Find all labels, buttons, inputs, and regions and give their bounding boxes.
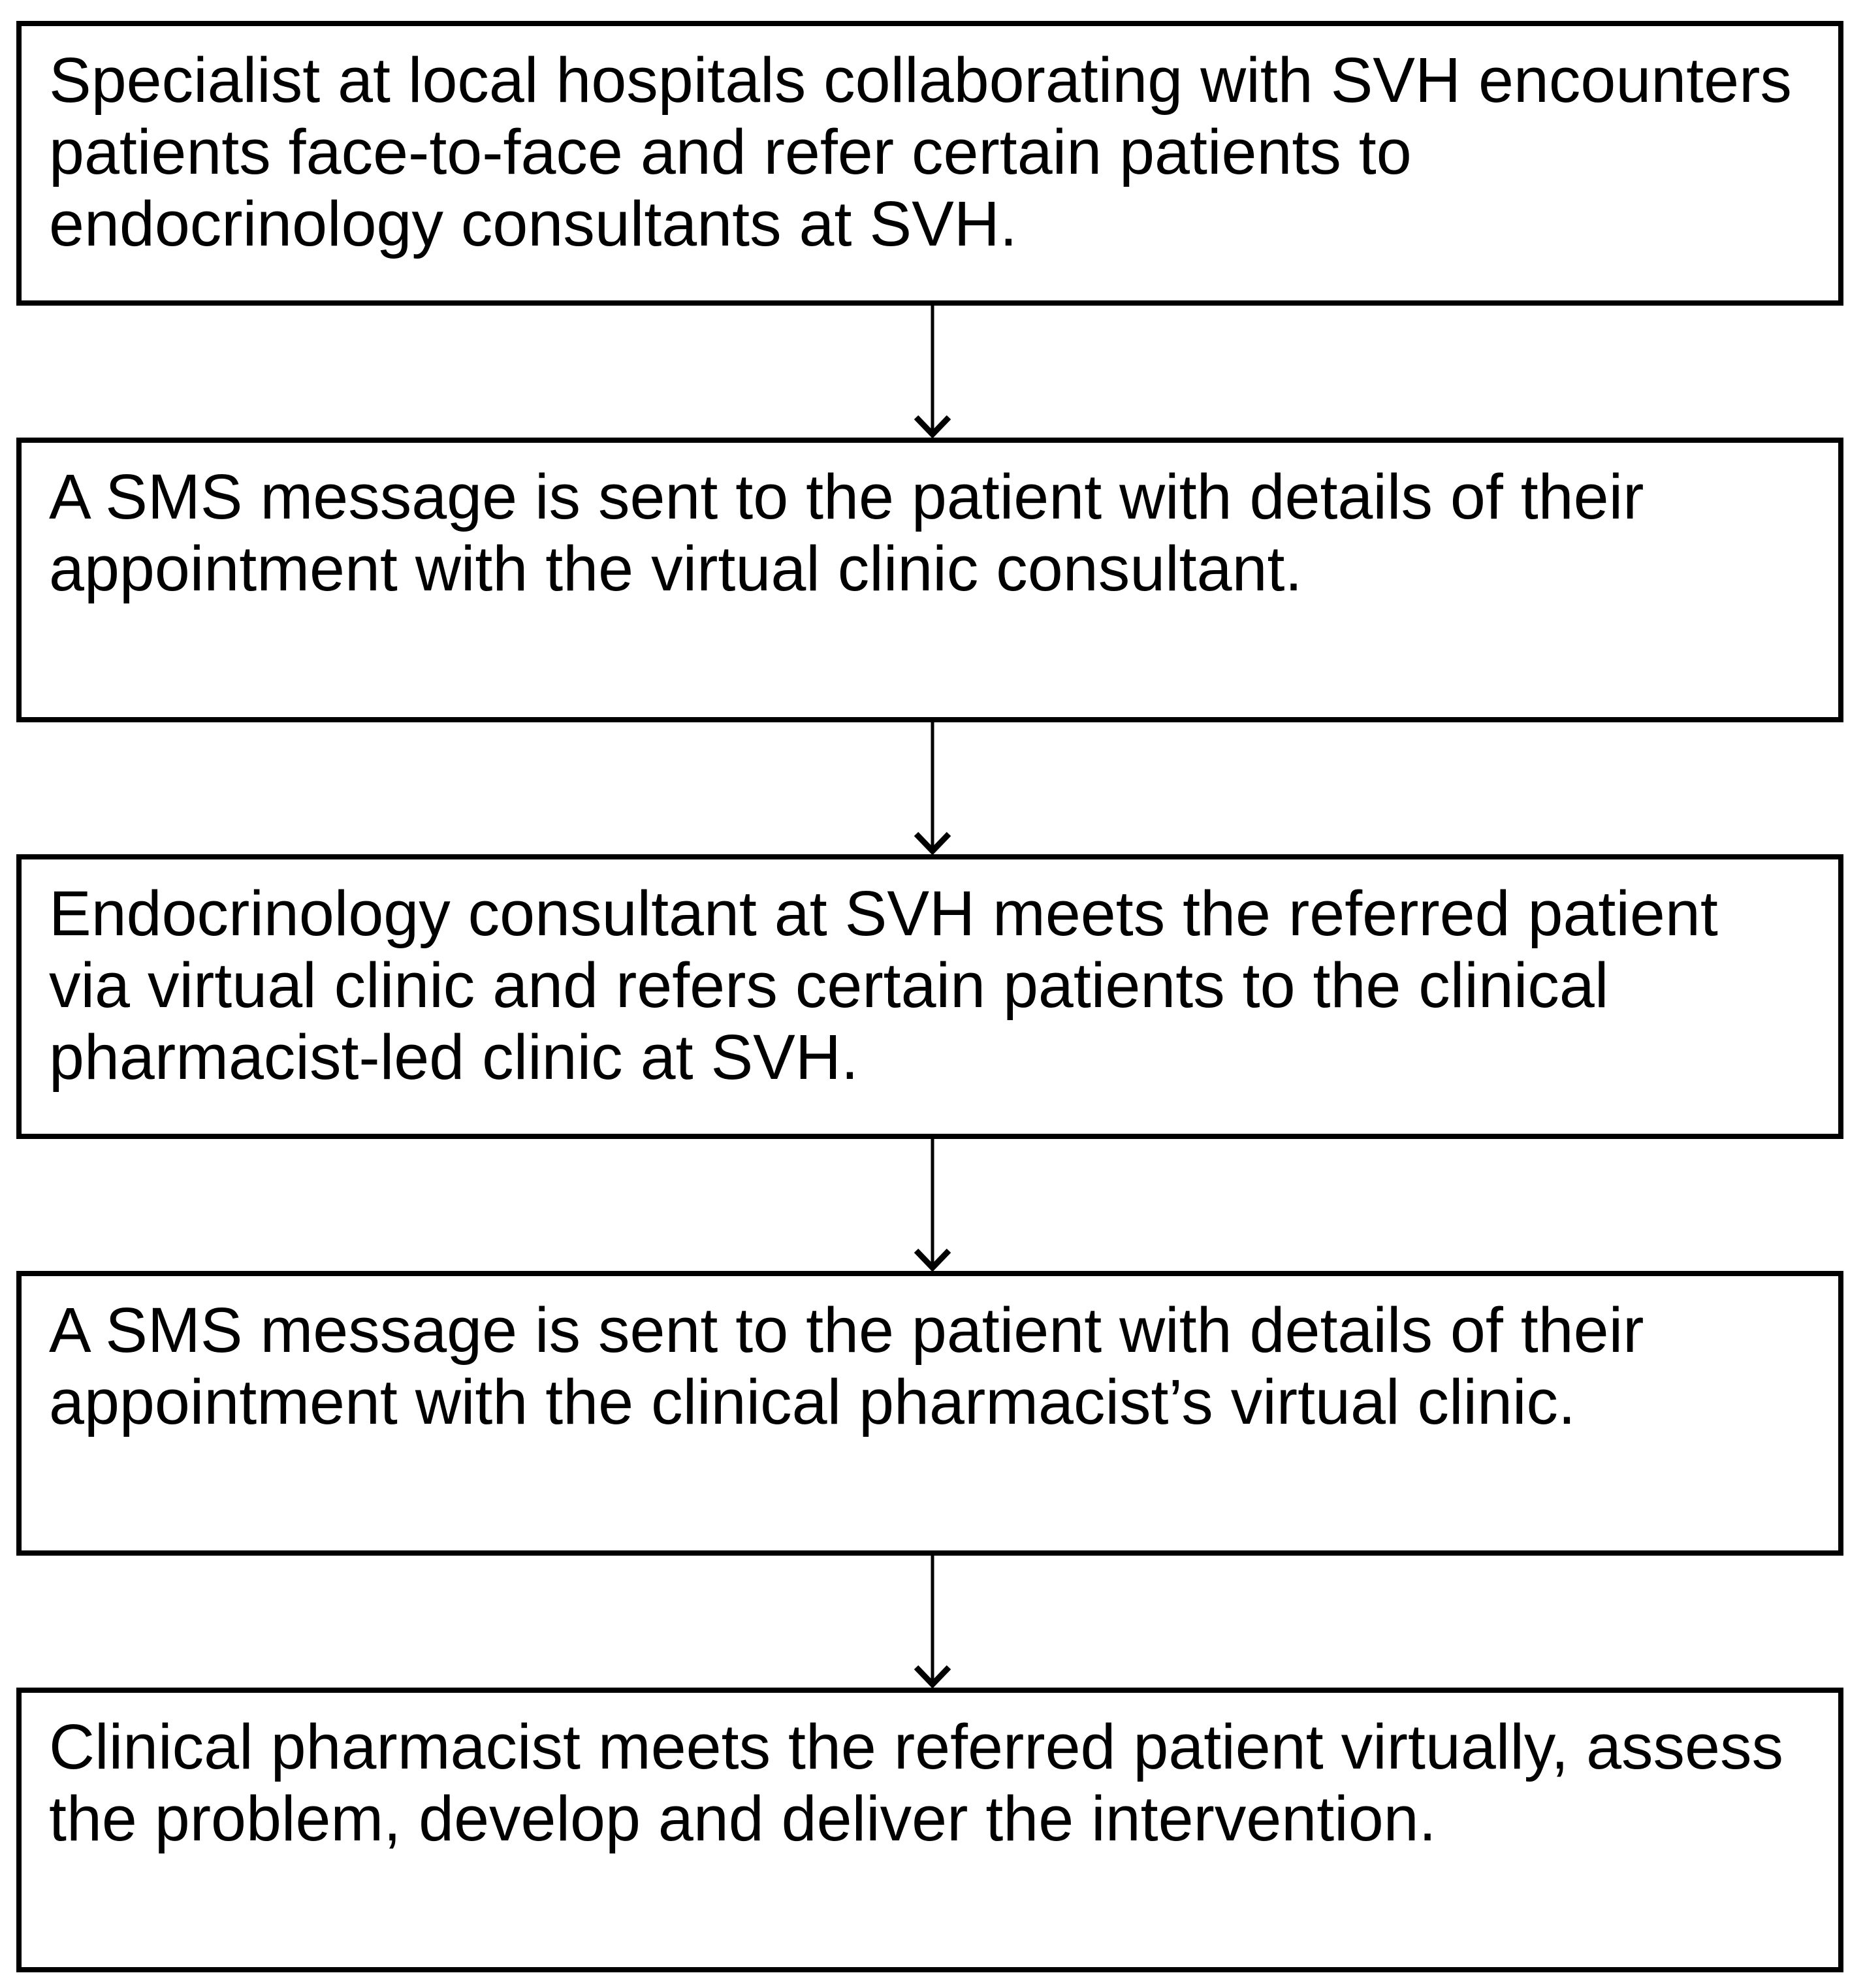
flow-step-4: A SMS message is sent to the patient wit…	[16, 1271, 1843, 1556]
flow-step-4-text: A SMS message is sent to the patient wit…	[49, 1294, 1644, 1437]
flow-step-1: Specialist at local hospitals collaborat…	[16, 21, 1843, 306]
flow-step-3: Endocrinology consultant at SVH meets th…	[16, 854, 1843, 1139]
flow-step-5-text: Clinical pharmacist meets the referred p…	[49, 1711, 1783, 1854]
down-arrow-icon	[914, 722, 951, 854]
down-arrow-icon	[914, 1139, 951, 1271]
flow-step-2-text: A SMS message is sent to the patient wit…	[49, 461, 1644, 604]
flow-step-1-text: Specialist at local hospitals collaborat…	[49, 44, 1792, 259]
flow-step-3-text: Endocrinology consultant at SVH meets th…	[49, 878, 1718, 1093]
down-arrow-icon	[914, 306, 951, 438]
flow-arrow-2	[0, 722, 1865, 854]
down-arrow-icon	[914, 1556, 951, 1688]
flow-step-2: A SMS message is sent to the patient wit…	[16, 438, 1843, 722]
flow-arrow-4	[0, 1556, 1865, 1688]
flow-arrow-3	[0, 1139, 1865, 1271]
flow-arrow-1	[0, 306, 1865, 438]
flow-step-5: Clinical pharmacist meets the referred p…	[16, 1688, 1843, 1972]
